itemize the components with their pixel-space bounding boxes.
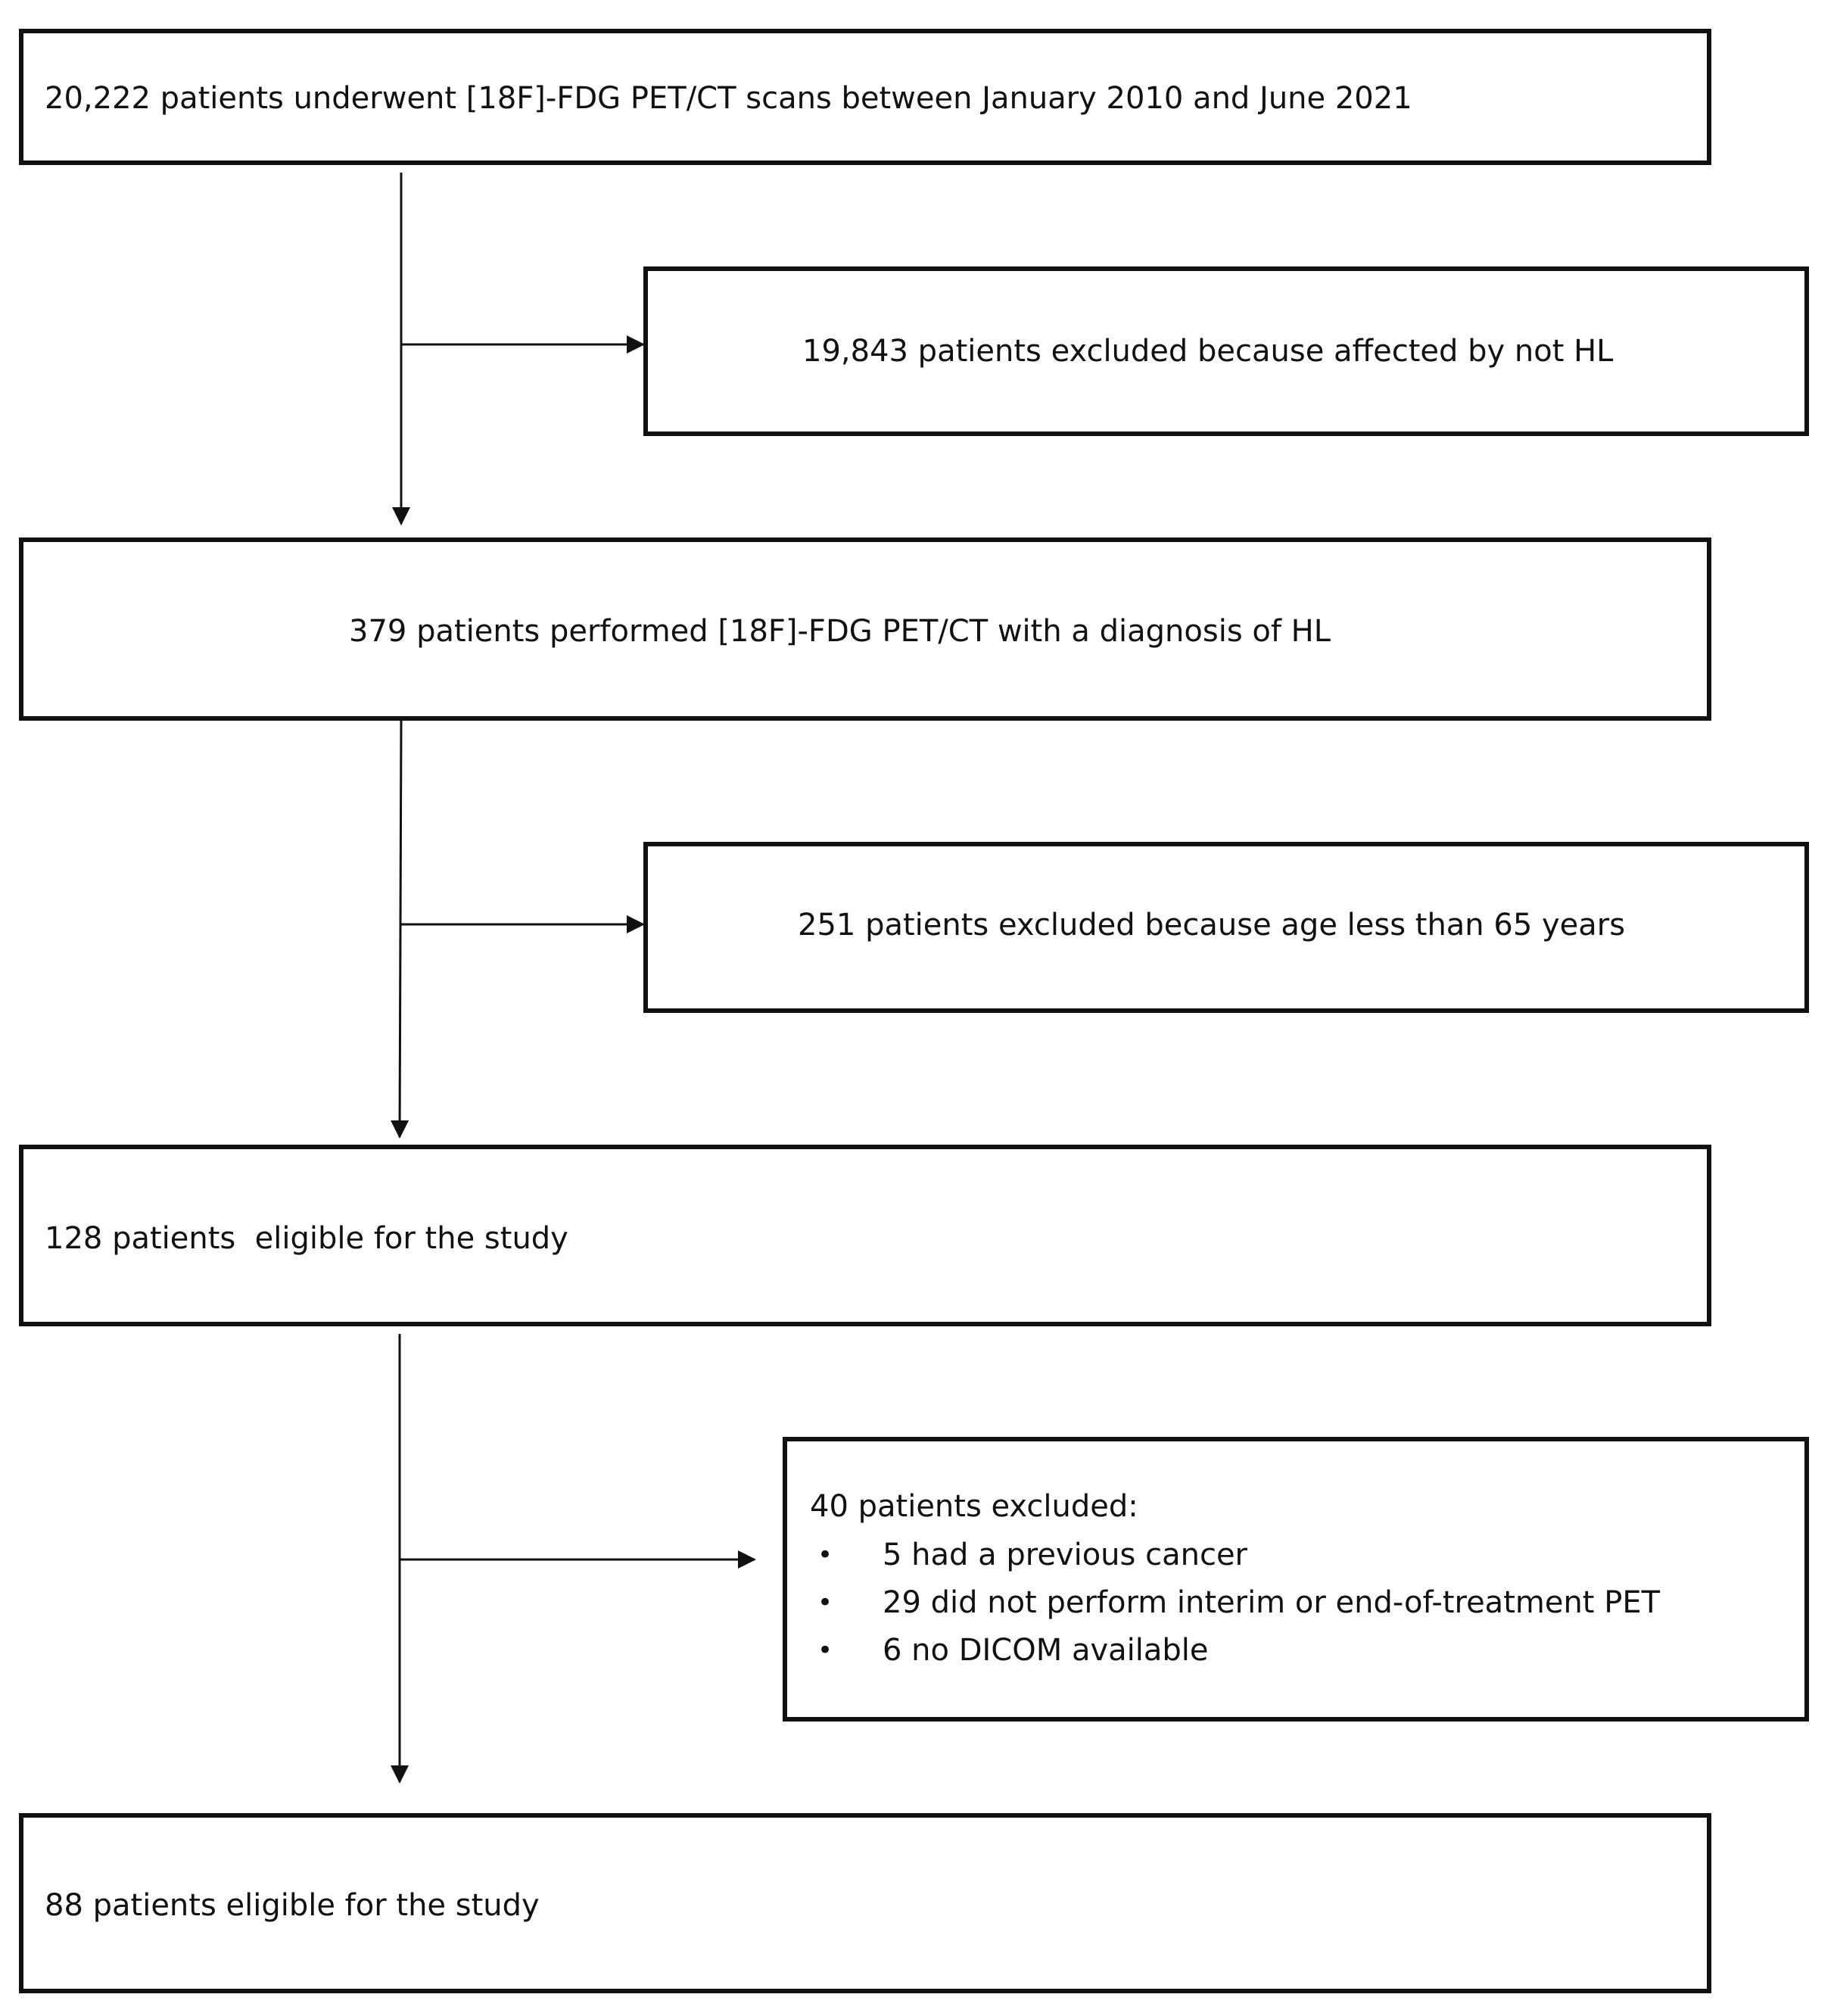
box-screened-text: 20,222 patients underwent [18F]-FDG PET/… (45, 81, 1412, 116)
box-excluded-age-text: 251 patients excluded because age less t… (798, 908, 1626, 943)
arrow-hl-to-eligible-128 (391, 720, 409, 1139)
box-screened: 20,222 patients underwent [18F]-FDG PET/… (19, 29, 1711, 165)
exclusion-reason-text: 29 did not perform interim or end-of-tre… (883, 1585, 1661, 1620)
box-hl-diagnosis: 379 patients performed [18F]-FDG PET/CT … (19, 537, 1711, 721)
bullet-marker: • (817, 1588, 833, 1618)
exclusion-reason-item: • 29 did not perform interim or end-of-t… (810, 1584, 1660, 1632)
exclusion-reason-item: • 5 had a previous cancer (810, 1537, 1247, 1584)
exclusion-reason-item: • 6 no DICOM available (810, 1632, 1209, 1680)
box-excluded-40-heading: 40 patients excluded: (810, 1489, 1138, 1524)
bullet-marker: • (817, 1540, 833, 1570)
box-eligible-128-text: 128 patients eligible for the study (45, 1221, 568, 1256)
box-excluded-age: 251 patients excluded because age less t… (643, 842, 1809, 1013)
box-excluded-40: 40 patients excluded: • 5 had a previous… (783, 1437, 1809, 1722)
exclusion-reason-text: 5 had a previous cancer (883, 1538, 1247, 1572)
box-excluded-not-hl: 19,843 patients excluded because affecte… (643, 266, 1809, 436)
bullet-marker: • (817, 1635, 833, 1665)
box-hl-diagnosis-text: 379 patients performed [18F]-FDG PET/CT … (349, 614, 1331, 649)
box-eligible-88: 88 patients eligible for the study (19, 1813, 1711, 1993)
exclusion-reason-text: 6 no DICOM available (883, 1633, 1209, 1668)
box-eligible-128: 128 patients eligible for the study (19, 1145, 1711, 1326)
box-excluded-not-hl-text: 19,843 patients excluded because affecte… (802, 334, 1614, 369)
box-eligible-88-text: 88 patients eligible for the study (45, 1888, 540, 1923)
exclusion-reasons-list: • 5 had a previous cancer • 29 did not p… (810, 1537, 1660, 1680)
